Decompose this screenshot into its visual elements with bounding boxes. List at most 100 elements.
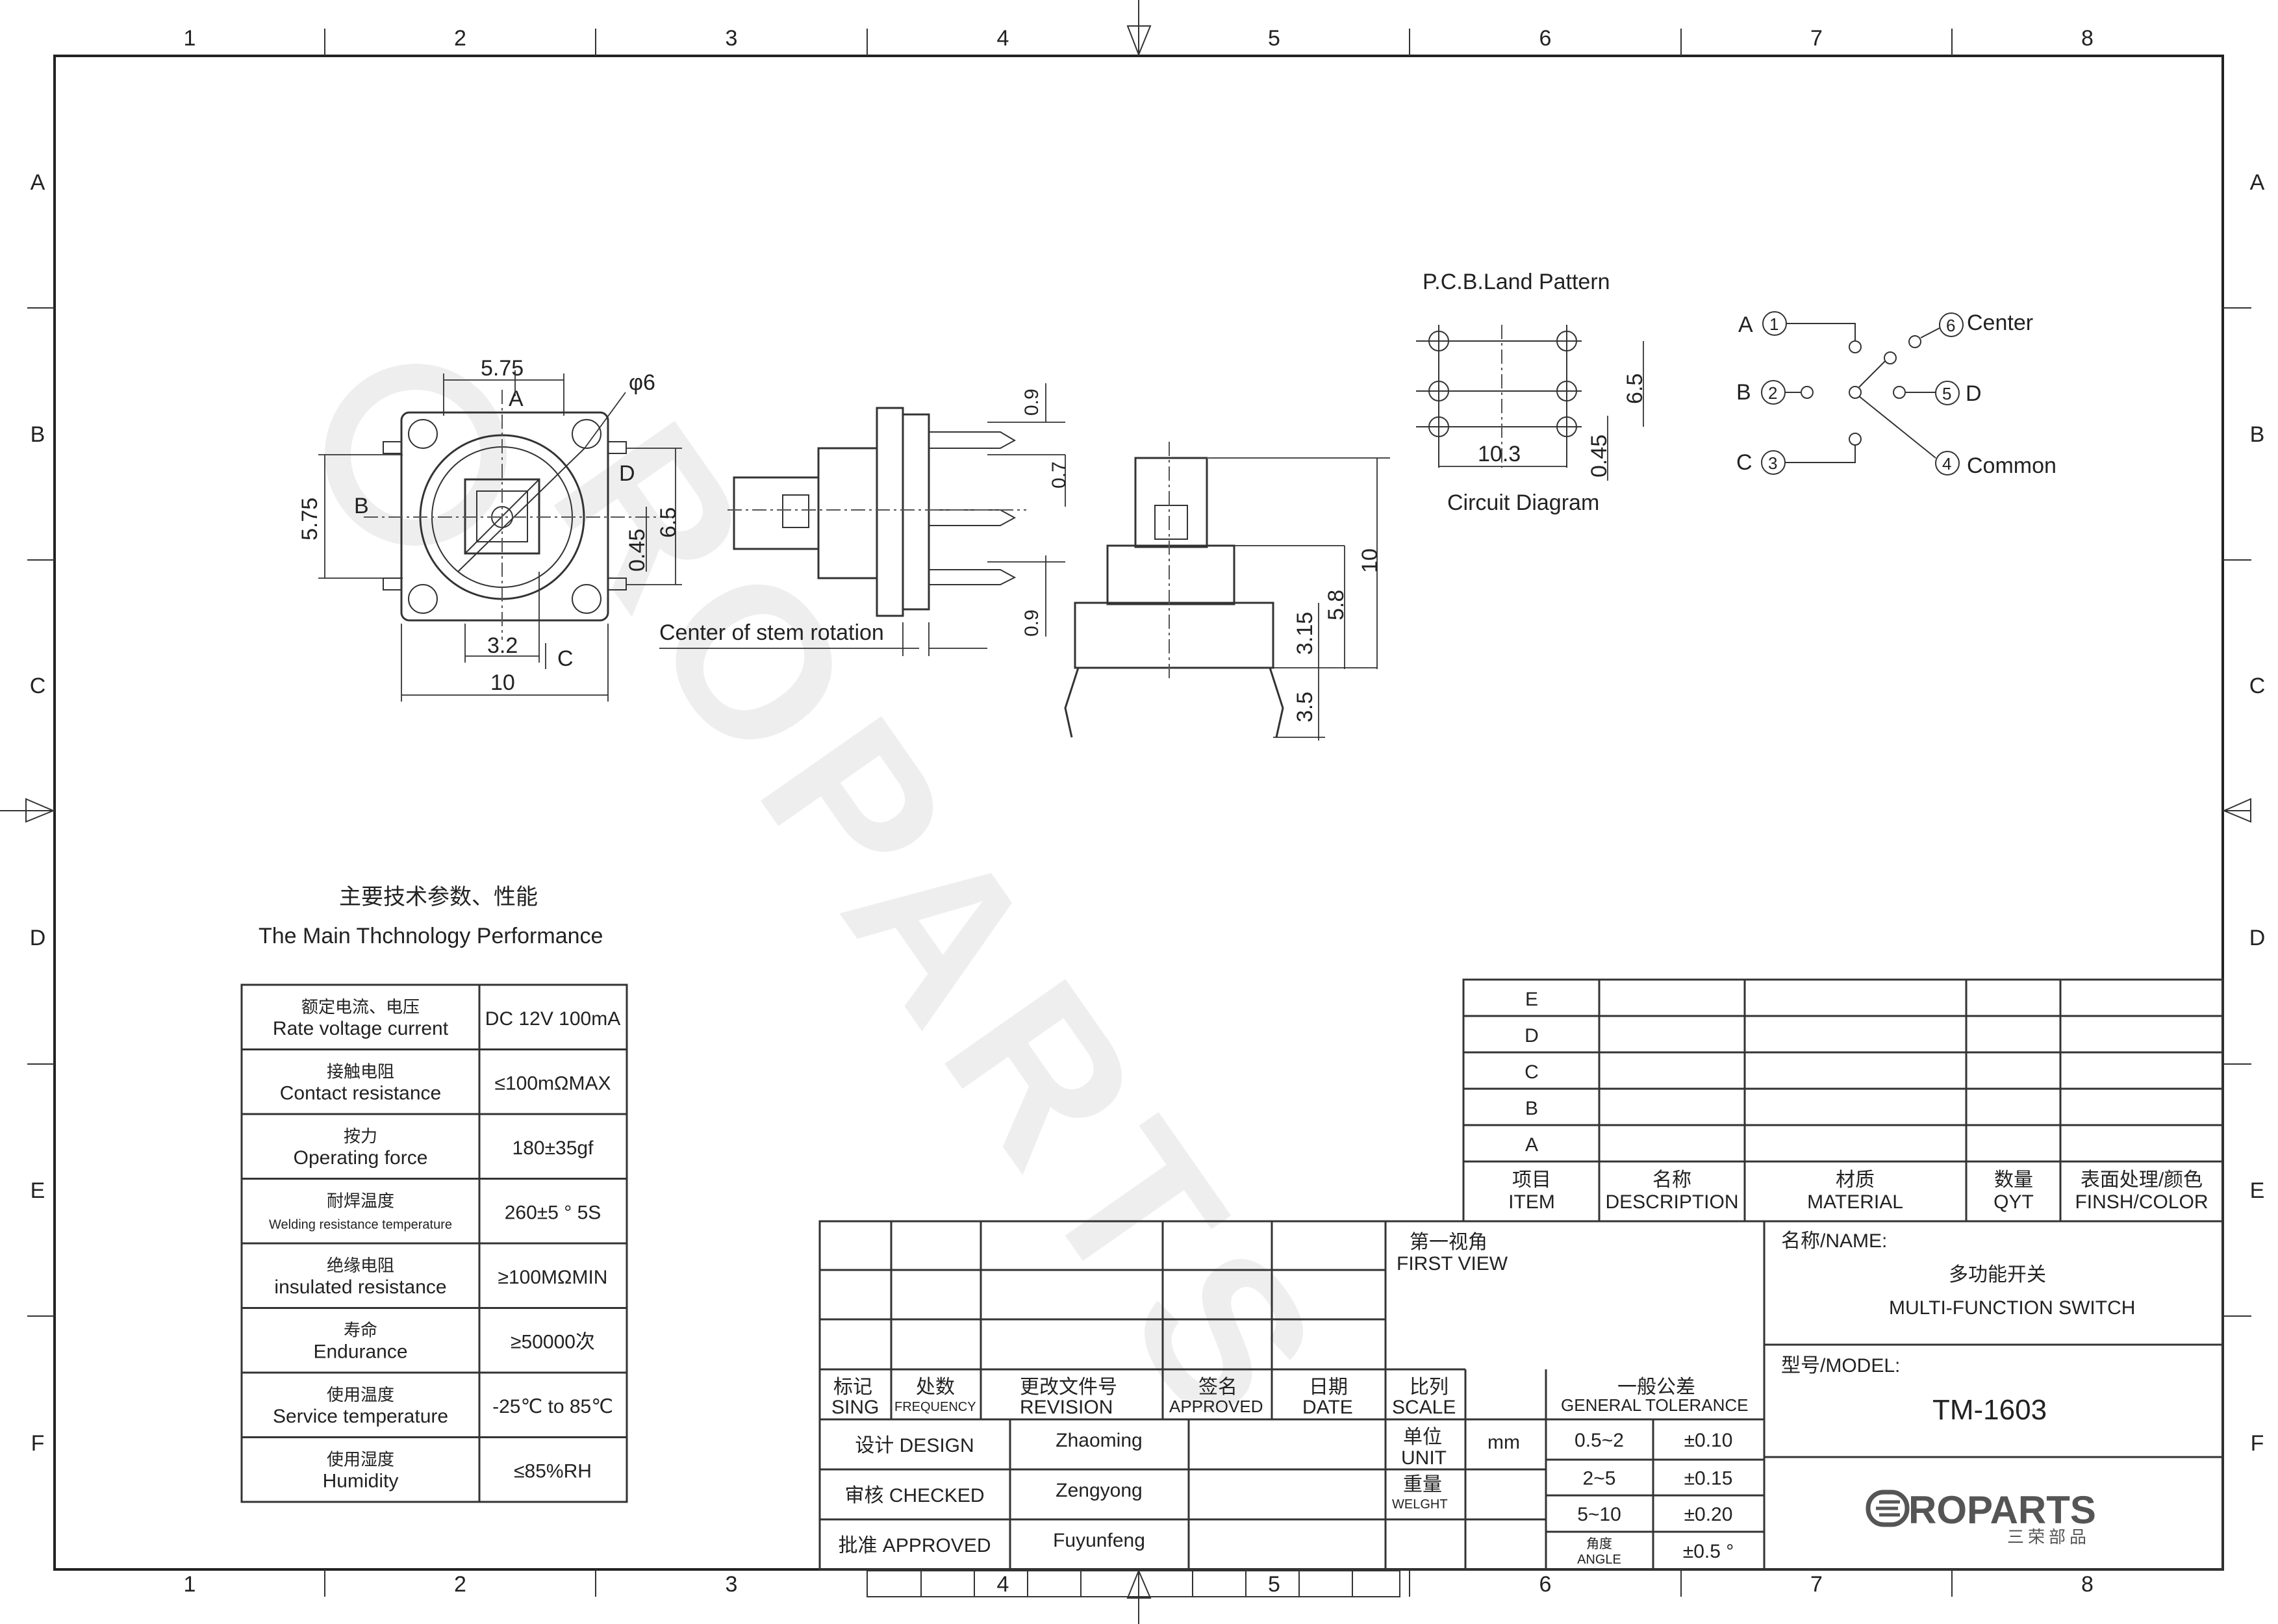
bom-row-label: A	[1525, 1134, 1538, 1156]
dim-pcb-6-5: 6.5	[1623, 374, 1647, 404]
tolerance-range: 角度	[1586, 1536, 1612, 1551]
logo-cn-text: 三荣部品	[2007, 1527, 2090, 1547]
dim-side-mid-0-7: 0.7	[1048, 461, 1070, 488]
circuit-common-label: Common	[1967, 453, 2057, 478]
bom-row-label: D	[1525, 1025, 1539, 1047]
view-en: FIRST VIEW	[1397, 1253, 1508, 1275]
dim-right-6-5: 6.5	[656, 507, 681, 538]
pin-label-c: C	[557, 646, 574, 671]
spec-label-en: Contact resistance	[280, 1083, 441, 1104]
approval-name: Zengyong	[1056, 1480, 1142, 1501]
dim-pcb-0-45: 0.45	[1587, 435, 1612, 477]
zone-row-label: D	[30, 926, 46, 950]
zone-row-label: C	[2249, 674, 2266, 698]
name-label: 名称/NAME:	[1781, 1230, 1887, 1252]
spec-label-cn: 按力	[344, 1126, 377, 1146]
spec-value: -25℃ to 85℃	[492, 1396, 613, 1417]
pin-label-b: B	[354, 494, 369, 518]
zone-col-label: 7	[1810, 1572, 1823, 1597]
zone-row-label: A	[2250, 170, 2265, 195]
zone-col-label: 7	[1810, 26, 1823, 51]
approval-role: 设计 DESIGN	[855, 1435, 974, 1456]
circuit-center-label: Center	[1967, 311, 2033, 335]
stem-rotation-note: Center of stem rotation	[659, 620, 884, 645]
title-block: 标记 SING 处数 FREQUENCY 更改文件号 REVISION 签名 A…	[818, 1220, 2224, 1571]
dim-right-0-45: 0.45	[625, 529, 650, 572]
dim-side-bot-0-9: 0.9	[1021, 609, 1043, 637]
logo-text: ROPARTS	[1908, 1488, 2096, 1532]
spec-label-cn: 绝缘电阻	[327, 1256, 394, 1275]
spec-value: ≤85%RH	[514, 1461, 592, 1482]
zone-col-label: 5	[1268, 1572, 1280, 1597]
spec-label-cn: 使用湿度	[327, 1450, 394, 1469]
dim-left-side: 5.75	[297, 498, 322, 540]
spec-label-en: insulated resistance	[274, 1276, 446, 1298]
spec-value: 260±5 ° 5S	[505, 1202, 601, 1224]
view-cn: 第一视角	[1410, 1232, 1487, 1253]
pcb-land-pattern: P.C.B.Land Pattern 6.5 10.3 0.45 Circuit…	[1416, 270, 1647, 515]
zone-row-label: B	[31, 422, 45, 447]
tolerance-range-en: ANGLE	[1577, 1553, 1621, 1567]
rev-appr-en: APPROVED	[1169, 1397, 1263, 1416]
circuit-pin-3-num: 3	[1768, 453, 1777, 473]
bom-header-cn: 项目	[1512, 1169, 1551, 1191]
zone-col-label: 6	[1539, 1572, 1552, 1597]
unit-en: UNIT	[1401, 1447, 1447, 1469]
spec-value: 180±35gf	[513, 1137, 594, 1159]
zone-col-label: 3	[726, 26, 738, 51]
spec-label-en: Welding resistance temperature	[269, 1218, 452, 1232]
pcb-title: P.C.B.Land Pattern	[1423, 270, 1610, 294]
rev-freq-cn: 处数	[916, 1377, 955, 1398]
approval-name: Fuyunfeng	[1053, 1530, 1145, 1551]
zone-row-label: C	[30, 674, 46, 698]
bom-header-cn: 数量	[1994, 1169, 2033, 1191]
dim-side-top-0-9: 0.9	[1021, 388, 1043, 416]
dim-front-5-8: 5.8	[1324, 590, 1348, 620]
scale-cn: 比列	[1410, 1377, 1449, 1398]
dim-diameter: φ6	[629, 370, 655, 395]
spec-label-en: Operating force	[294, 1147, 428, 1169]
bom-header-en: DESCRIPTION	[1605, 1191, 1738, 1213]
approval-name: Zhaoming	[1056, 1430, 1142, 1451]
name-cn: 多功能开关	[1949, 1264, 2046, 1286]
front-view: 10 5.8 3.15 3.5	[1064, 442, 1390, 741]
scale-en: SCALE	[1392, 1397, 1456, 1418]
dim-bottom-10: 10	[490, 670, 515, 695]
spec-label-en: Humidity	[323, 1471, 399, 1492]
dim-front-10: 10	[1358, 548, 1382, 573]
rev-rev-cn: 更改文件号	[1020, 1377, 1117, 1398]
spec-label-cn: 耐焊温度	[327, 1191, 394, 1211]
zone-col-label: 4	[997, 1572, 1009, 1597]
zone-row-label: B	[2250, 422, 2265, 447]
pin-label-a: A	[509, 387, 524, 411]
bom-header-cn: 表面处理/颜色	[2081, 1169, 2203, 1191]
spec-label-cn: 寿命	[344, 1321, 377, 1340]
weight-cn: 重量	[1403, 1474, 1442, 1495]
bom-table: EDCBA项目ITEM名称DESCRIPTION材质MATERIAL数量QYT表…	[1463, 989, 2223, 1213]
bom-row-label: E	[1525, 989, 1538, 1010]
circuit-pin-b-letter: B	[1736, 380, 1751, 405]
model-label: 型号/MODEL:	[1781, 1355, 1900, 1377]
circuit-diagram-caption: Circuit Diagram	[1447, 490, 1599, 515]
weight-en: WELGHT	[1392, 1497, 1448, 1512]
zone-row-label: E	[31, 1178, 45, 1203]
unit-value: mm	[1487, 1432, 1520, 1453]
dim-pcb-10-3: 10.3	[1478, 442, 1521, 466]
zone-col-label: 5	[1268, 26, 1280, 51]
spec-label-en: Rate voltage current	[273, 1018, 449, 1039]
bom-header-en: QYT	[1993, 1191, 2034, 1213]
rev-date-en: DATE	[1302, 1397, 1353, 1418]
name-en: MULTI-FUNCTION SWITCH	[1889, 1297, 2135, 1319]
tolerance-value: ±0.10	[1684, 1430, 1733, 1451]
rev-sing-cn: 标记	[833, 1377, 872, 1398]
bottom-strip-divisions	[920, 1571, 1353, 1597]
spec-label-en: Endurance	[313, 1341, 407, 1363]
dim-bottom-3-2: 3.2	[487, 633, 518, 658]
zone-col-label: 2	[454, 26, 466, 51]
rev-freq-en: FREQUENCY	[894, 1400, 976, 1414]
circuit-d-label: D	[1966, 381, 1982, 406]
zone-col-label: 4	[997, 26, 1009, 51]
approval-role: 审核 CHECKED	[844, 1485, 984, 1506]
spec-label-cn: 接触电阻	[327, 1062, 394, 1082]
